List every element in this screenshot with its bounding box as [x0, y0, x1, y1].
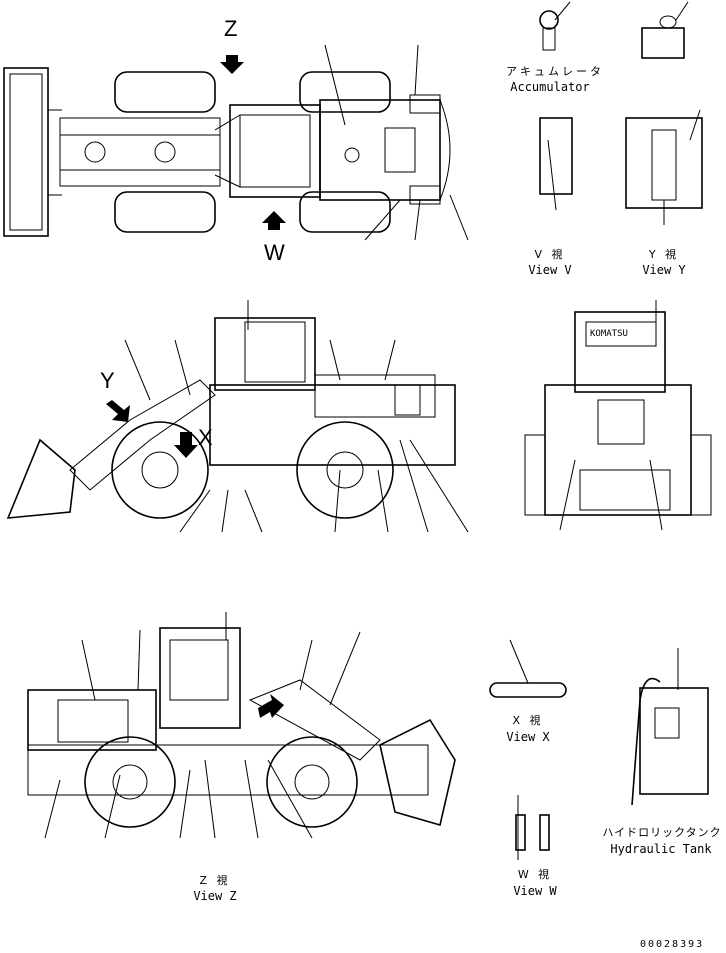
accumulator-label-jp: アキュムレータ [506, 65, 604, 78]
left-side-view [6, 300, 469, 533]
top-view [3, 44, 469, 241]
view-w-drawing [515, 795, 550, 860]
view-x-label-jp: X 視 [512, 714, 544, 727]
hydraulic-tank-label-jp: ハイドロリックタンク [602, 826, 722, 839]
brand-plate: KOMATSU [590, 329, 628, 339]
view-x-drawing [489, 639, 567, 698]
view-w-label-jp: W 視 [517, 868, 553, 881]
view-v-label-en: View V [528, 263, 572, 277]
label-tag-drawing [641, 1, 689, 59]
view-y-drawing [625, 109, 703, 225]
drawing-number: 00028393 [640, 939, 705, 950]
view-z-label-jp: Z 視 [199, 874, 231, 887]
view-arrow-w-label: W [264, 240, 285, 265]
accumulator-drawing [539, 1, 571, 51]
view-z-label-en: View Z [193, 889, 237, 903]
right-side-view [27, 612, 456, 839]
view-y-label-jp: Y 視 [648, 248, 680, 261]
rear-view [524, 300, 712, 531]
view-y-label-en: View Y [642, 263, 686, 277]
view-v-label-jp: V 視 [534, 248, 566, 261]
view-w-label-en: View W [513, 884, 557, 898]
hydraulic-tank-label-en: Hydraulic Tank [610, 842, 712, 856]
view-arrow-z-label: Z [224, 16, 238, 41]
view-arrow-x-label: X [198, 425, 213, 450]
hydraulic-tank-drawing [631, 648, 709, 806]
view-arrow-y-label: Y [100, 368, 115, 393]
accumulator-label-en: Accumulator [510, 80, 590, 94]
view-x-label-en: View X [506, 730, 550, 744]
view-v-drawing [539, 117, 573, 211]
